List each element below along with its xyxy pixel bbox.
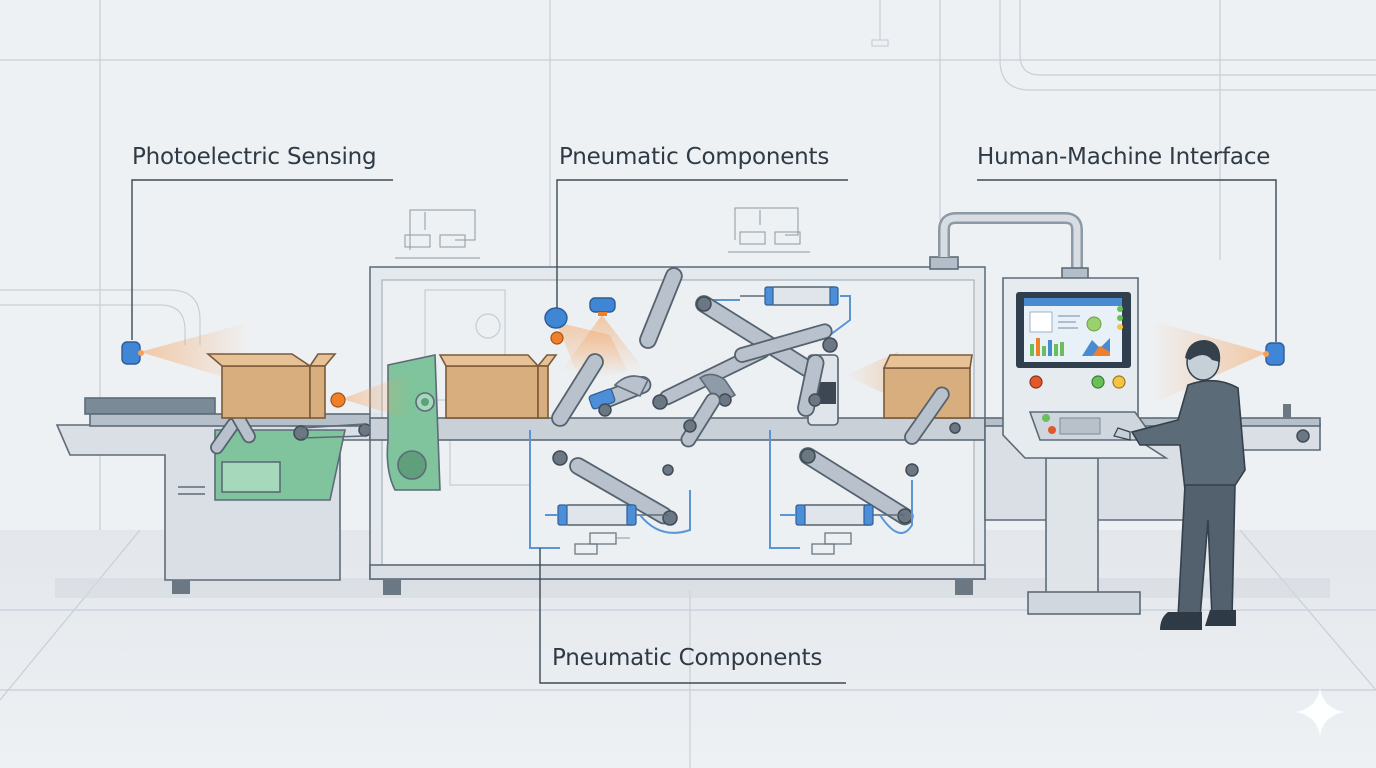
main-machine-enclosure xyxy=(369,212,1083,595)
motor-unit-left xyxy=(210,408,372,501)
gripper xyxy=(588,375,652,410)
photoelectric-sensor-icon xyxy=(330,392,346,408)
photoelectric-sensor-icon xyxy=(1263,342,1285,366)
robotic-arm-icon xyxy=(639,267,851,426)
photoelectric-sensing-label: Photoelectric Sensing xyxy=(132,144,377,170)
robotic-arm-icon xyxy=(769,354,961,555)
pneumatic-components-label-bottom: Pneumatic Components xyxy=(552,645,823,671)
photoelectric-sensor-icon xyxy=(544,307,568,345)
human-machine-interface-label: Human-Machine Interface xyxy=(977,144,1271,170)
robotic-arm-icon xyxy=(529,353,721,555)
sparkle-icon xyxy=(1296,688,1344,736)
photoelectric-sensor-icon xyxy=(589,297,616,316)
cardboard-box-icon xyxy=(205,353,337,419)
control-panel-icon xyxy=(1002,267,1169,615)
callout-lines xyxy=(131,179,1277,684)
rotary-cutter xyxy=(386,354,441,491)
operator-icon xyxy=(1113,340,1246,630)
pneumatic-schematic-left xyxy=(395,209,480,259)
cardboard-box-icon xyxy=(438,354,558,419)
pneumatic-components-label-top: Pneumatic Components xyxy=(559,144,830,170)
photoelectric-sensor-icon xyxy=(121,341,144,365)
background-grid xyxy=(0,0,1376,530)
pneumatic-schematic-right xyxy=(728,207,810,253)
